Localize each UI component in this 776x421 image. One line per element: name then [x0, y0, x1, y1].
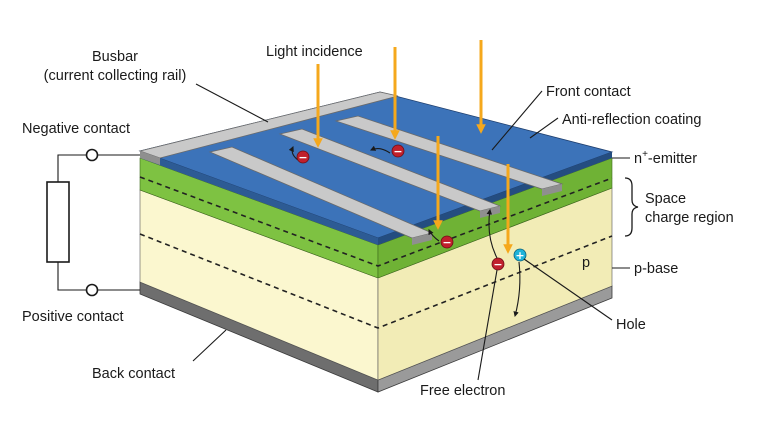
svg-text:+: +	[515, 249, 524, 262]
label-negative-contact: Negative contact	[22, 121, 130, 137]
svg-text:−: −	[393, 145, 402, 158]
leader-busbar	[195, 83, 269, 123]
label-free-electron: Free electron	[420, 383, 505, 399]
leader-front-contact	[491, 90, 543, 151]
electron-2: −	[391, 144, 405, 158]
leader-hole	[523, 258, 613, 321]
junction-lines	[139, 176, 613, 329]
junction-line-upper	[139, 176, 613, 267]
label-busbar-line1: Busbar	[92, 49, 138, 65]
label-busbar-line2: (current collecting rail)	[44, 68, 187, 84]
svg-text:−: −	[298, 151, 307, 164]
junction-line-lower	[139, 233, 613, 329]
label-positive-contact: Positive contact	[22, 309, 124, 325]
label-space-charge-line1: Space	[645, 191, 686, 207]
electron-4: −	[491, 257, 505, 271]
left-face	[139, 157, 379, 393]
light-rays	[313, 40, 513, 254]
label-p-region: p	[582, 255, 590, 271]
external-circuit	[46, 148, 140, 297]
electron-path-4	[486, 208, 498, 259]
label-anti-reflection: Anti-reflection coating	[562, 112, 701, 128]
label-n-emitter: n+-emitter	[634, 149, 697, 167]
finger-3-edge	[542, 184, 562, 196]
load-resistor	[46, 181, 70, 263]
space-charge-brace	[624, 177, 639, 237]
label-p-base: p-base	[634, 261, 678, 277]
carrier-paths	[288, 145, 521, 318]
carriers: − − − − +	[296, 144, 527, 271]
wire-top	[57, 154, 140, 182]
label-hole: Hole	[616, 317, 646, 333]
positive-terminal	[85, 283, 99, 297]
negative-terminal	[85, 148, 99, 162]
electron-1: −	[296, 150, 310, 164]
svg-text:−: −	[442, 236, 451, 249]
leader-free-electron	[477, 269, 498, 381]
leader-lines	[192, 83, 639, 381]
electron-3: −	[440, 235, 454, 249]
electron-path-3	[428, 229, 440, 242]
finger-1-edge	[412, 233, 432, 245]
electron-path-2	[369, 145, 391, 154]
label-light-incidence: Light incidence	[266, 44, 363, 60]
label-back-contact: Back contact	[92, 366, 175, 382]
svg-text:−: −	[493, 258, 502, 271]
hole-path	[513, 261, 521, 318]
busbar-edge	[140, 151, 160, 165]
labels: Busbar (current collecting rail) Light i…	[22, 44, 734, 399]
top-edge-left	[140, 151, 378, 245]
electron-path-1	[288, 145, 299, 161]
label-front-contact: Front contact	[546, 84, 631, 100]
wire-bottom	[57, 262, 140, 291]
label-space-charge-line2: charge region	[645, 210, 734, 226]
hole-carrier: +	[513, 248, 527, 262]
leader-back-contact	[192, 329, 227, 362]
leader-anti-reflection	[529, 117, 559, 139]
